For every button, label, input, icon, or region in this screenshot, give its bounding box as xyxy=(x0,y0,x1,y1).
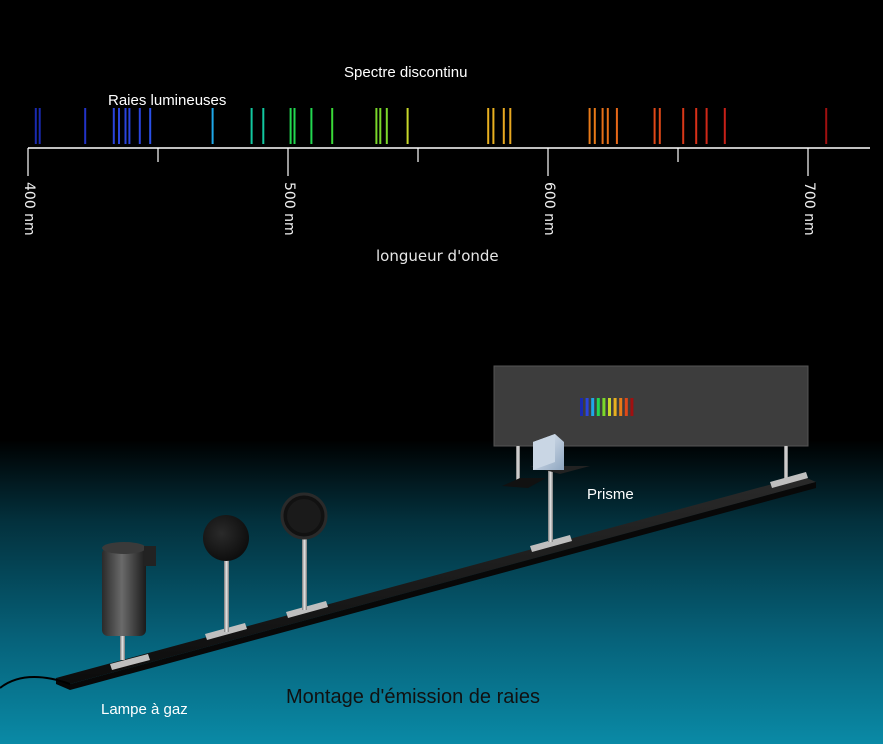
spectrum-chart xyxy=(27,108,870,176)
axis-title: longueur d'onde xyxy=(376,247,499,265)
screen-line-5 xyxy=(608,398,611,416)
projection-screen xyxy=(493,365,809,482)
prism-label: Prisme xyxy=(587,486,634,503)
gas-lamp xyxy=(0,542,156,689)
diaphragm-ring xyxy=(280,492,328,610)
screen-line-0 xyxy=(580,398,583,416)
optical-bench xyxy=(56,476,816,690)
setup-title: Montage d'émission de raies xyxy=(286,686,540,708)
screen-line-9 xyxy=(630,398,634,416)
spectral-lines xyxy=(34,108,828,144)
prism xyxy=(502,434,590,542)
screen-line-6 xyxy=(613,398,617,416)
screen-line-3 xyxy=(596,398,600,416)
condenser-lens xyxy=(203,515,249,632)
spectrum-title: Spectre discontinu xyxy=(344,64,468,81)
emission-lines-label: Raies lumineuses xyxy=(108,92,227,109)
screen-line-4 xyxy=(602,398,606,416)
power-cable xyxy=(0,676,71,689)
screen-line-8 xyxy=(624,398,628,416)
gas-lamp-label: Lampe à gaz xyxy=(101,701,188,718)
axis-ticks xyxy=(27,148,809,176)
screen-spectrum xyxy=(580,398,634,416)
screen-line-7 xyxy=(619,398,623,416)
screen-line-2 xyxy=(591,398,595,416)
screen-line-1 xyxy=(585,398,589,416)
